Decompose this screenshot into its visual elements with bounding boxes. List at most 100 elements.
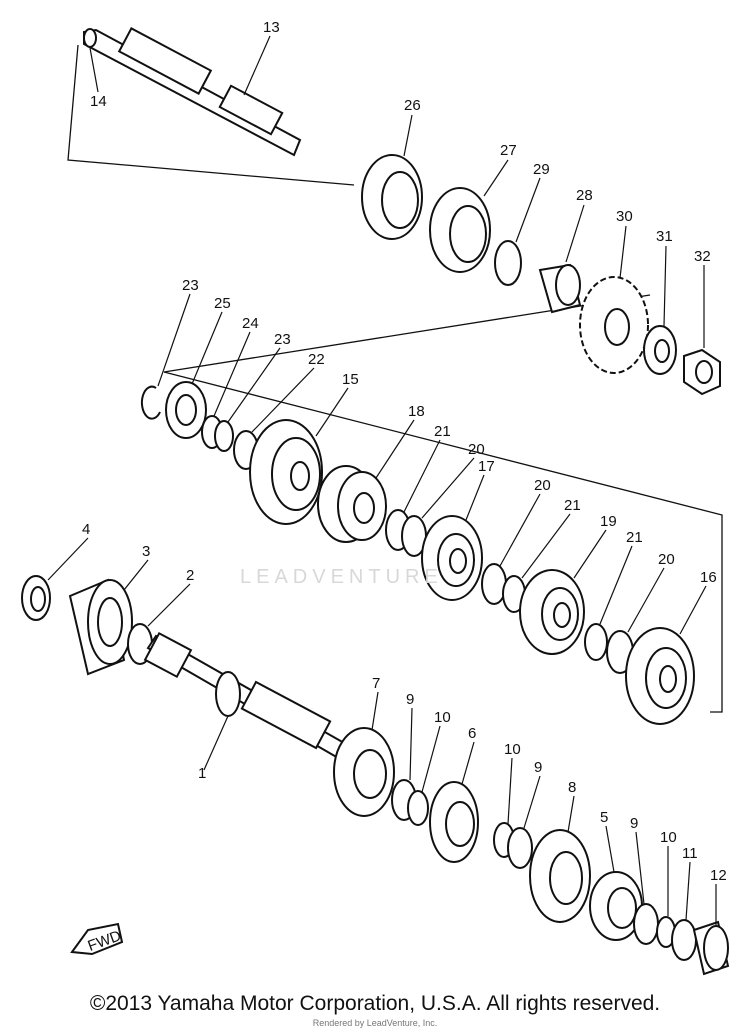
leader-21c <box>599 545 633 625</box>
part-28-collar[interactable] <box>538 263 582 314</box>
leader-7 <box>371 691 379 731</box>
leader-21a <box>403 439 441 513</box>
callout-21b: 21 <box>564 497 581 514</box>
leader-25 <box>191 311 223 385</box>
part-12-bearing[interactable] <box>692 920 730 976</box>
part-17-gear[interactable] <box>421 515 483 601</box>
callout-labels: 13 14 26 27 29 28 30 31 32 23 25 24 23 2… <box>82 19 727 884</box>
callout-5: 5 <box>600 809 608 826</box>
leader-9b <box>523 775 541 829</box>
leader-14 <box>89 47 99 93</box>
callout-30: 30 <box>616 208 633 225</box>
leader-5 <box>605 825 615 873</box>
callout-16: 16 <box>700 569 717 586</box>
callout-31: 31 <box>656 228 673 245</box>
callout-21a: 21 <box>434 423 451 440</box>
callout-25: 25 <box>214 295 231 312</box>
callout-10c: 10 <box>660 829 677 846</box>
leader-21b <box>521 513 571 579</box>
part-9c-washer[interactable] <box>633 903 659 945</box>
part-9b-washer[interactable] <box>507 827 533 869</box>
leader-9a <box>409 707 413 781</box>
part-1-drive-axle[interactable] <box>143 631 362 768</box>
callout-9b: 9 <box>534 759 542 776</box>
leader-27 <box>483 159 509 197</box>
callout-2: 2 <box>186 567 194 584</box>
callout-21c: 21 <box>626 529 643 546</box>
part-27-bearing[interactable] <box>429 187 491 273</box>
part-8-gear[interactable] <box>529 829 591 923</box>
callout-26: 26 <box>404 97 421 114</box>
callout-13: 13 <box>263 19 280 36</box>
callout-20b: 20 <box>534 477 551 494</box>
leader-3 <box>123 559 149 591</box>
part-11-washer[interactable] <box>671 919 697 961</box>
part-23a-circlip[interactable] <box>140 385 161 420</box>
callout-23b: 23 <box>274 331 291 348</box>
leader-4 <box>47 537 89 581</box>
callout-12: 12 <box>710 867 727 884</box>
leader-26 <box>403 114 413 157</box>
leader-10b <box>507 757 513 825</box>
part-32-nut[interactable] <box>683 348 721 396</box>
part-19-gear[interactable] <box>519 569 585 655</box>
leader-19 <box>573 529 607 579</box>
part-23b-circlip[interactable] <box>214 420 234 452</box>
leader-8 <box>567 795 575 833</box>
callout-9a: 9 <box>406 691 414 708</box>
leader-16 <box>679 585 707 635</box>
callout-8: 8 <box>568 779 576 796</box>
part-25-bearing[interactable] <box>165 381 207 439</box>
part-13-main-axle[interactable] <box>83 27 302 157</box>
part-3-bearing[interactable] <box>68 578 133 676</box>
leader-29 <box>515 177 541 243</box>
callout-4: 4 <box>82 521 90 538</box>
callout-19: 19 <box>600 513 617 530</box>
part-26-bearing[interactable] <box>361 154 423 240</box>
callout-7: 7 <box>372 675 380 692</box>
leader-15 <box>315 387 349 437</box>
leader-1 <box>203 715 229 771</box>
part-6-gear[interactable] <box>429 781 479 863</box>
part-7-gear[interactable] <box>333 727 395 817</box>
part-16-gear[interactable] <box>625 627 695 725</box>
fwd-arrow-icon <box>70 922 124 956</box>
callout-23a: 23 <box>182 277 199 294</box>
leader-22 <box>251 367 315 433</box>
callout-18: 18 <box>408 403 425 420</box>
rendered-by-credit: Rendered by LeadVenture, Inc. <box>312 1018 438 1028</box>
leader-10a <box>421 725 441 793</box>
part-10a-circlip[interactable] <box>407 790 429 826</box>
callout-14: 14 <box>90 93 107 110</box>
callout-15: 15 <box>342 371 359 388</box>
copyright-notice: ©2013 Yamaha Motor Corporation, U.S.A. A… <box>89 992 661 1015</box>
callout-1: 1 <box>198 765 206 782</box>
callout-22: 22 <box>308 351 325 368</box>
leader-17 <box>465 474 485 521</box>
part-4-washer[interactable] <box>21 575 51 621</box>
leader-20b <box>499 493 541 567</box>
leader-31 <box>663 245 667 327</box>
callout-17: 17 <box>478 458 495 475</box>
part-30-drive-sprocket[interactable] <box>579 276 649 374</box>
leader-13 <box>243 35 271 96</box>
part-5-gear[interactable] <box>589 871 643 941</box>
leader-28 <box>565 204 585 263</box>
leader-9c <box>635 831 645 905</box>
leader-24 <box>213 331 251 417</box>
callout-9c: 9 <box>630 815 638 832</box>
leader-2 <box>147 583 191 627</box>
callout-6: 6 <box>468 725 476 742</box>
part-31-lock-washer[interactable] <box>643 325 677 375</box>
part-18-gear[interactable] <box>317 465 387 543</box>
leader-11 <box>685 861 691 921</box>
callout-29: 29 <box>533 161 550 178</box>
part-29-o-ring[interactable] <box>494 240 522 286</box>
callout-10b: 10 <box>504 741 521 758</box>
callout-10a: 10 <box>434 709 451 726</box>
callout-20c: 20 <box>658 551 675 568</box>
callout-24: 24 <box>242 315 259 332</box>
part-21c-circlip[interactable] <box>584 623 608 661</box>
part-15-gear[interactable] <box>249 419 323 525</box>
